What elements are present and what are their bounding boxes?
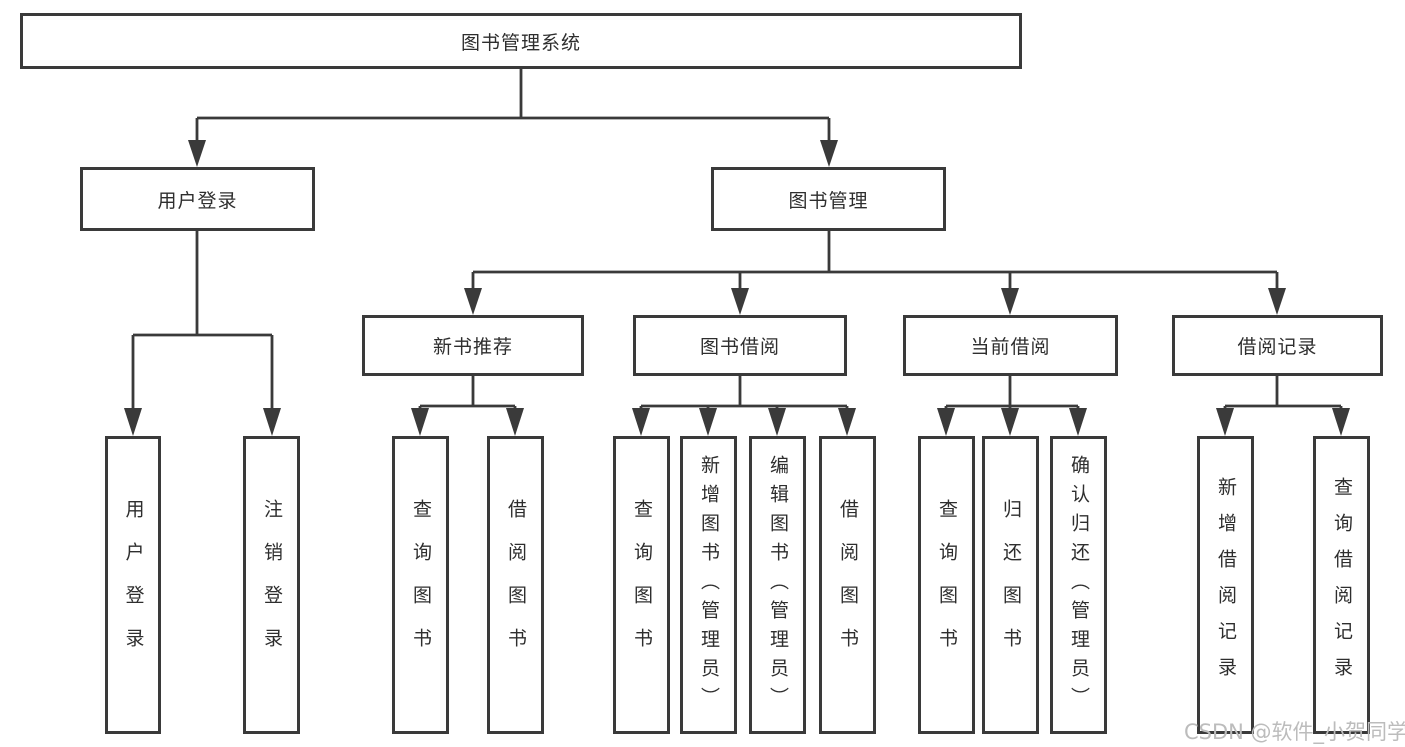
leaf-borrow-query-book: 查询图书 [613,436,670,734]
leaf-current-query-book: 查询图书 [918,436,975,734]
leaf-borrow-book: 借阅图书 [819,436,876,734]
leaf-add-borrow-record: 新增借阅记录 [1197,436,1254,734]
node-new-book-recommend: 新书推荐 [362,315,584,376]
leaf-return-book-label: 归还图书 [1000,499,1022,671]
leaf-user-login-label: 用户登录 [122,499,145,671]
leaf-add-book-admin-label: 新增图书（管理员） [698,454,720,716]
node-book-borrow: 图书借阅 [633,315,847,376]
node-borrow-records-label: 借阅记录 [1237,336,1318,358]
node-user-login-label: 用户登录 [157,189,238,212]
csdn-watermark: CSDN @软件_小贺同学 [1184,720,1405,744]
node-book-management-label: 图书管理 [788,189,869,212]
leaf-borrow-query-book-label: 查询图书 [631,499,653,671]
leaf-newbooks-borrow-label: 借阅图书 [505,499,527,671]
leaf-query-borrow-record-label: 查询借阅记录 [1331,477,1353,693]
node-book-borrow-label: 图书借阅 [699,336,780,358]
node-borrow-records: 借阅记录 [1172,315,1383,376]
leaf-confirm-return-admin: 确认归还（管理员） [1050,436,1107,734]
leaf-edit-book-admin: 编辑图书（管理员） [749,436,806,734]
leaf-add-borrow-record-label: 新增借阅记录 [1215,477,1237,693]
leaf-confirm-return-admin-label: 确认归还（管理员） [1068,454,1090,716]
leaf-logout-label: 注销登录 [261,499,283,671]
node-new-book-recommend-label: 新书推荐 [432,336,513,358]
arrowhead-icons [124,140,1350,436]
leaf-return-book: 归还图书 [982,436,1039,734]
leaf-add-book-admin: 新增图书（管理员） [680,436,737,734]
leaf-newbooks-query: 查询图书 [392,436,449,734]
leaf-current-query-book-label: 查询图书 [936,499,958,671]
root-node-label: 图书管理系统 [460,31,581,54]
leaf-user-login: 用户登录 [105,436,161,734]
root-node-library-system: 图书管理系统 [20,13,1022,69]
leaf-query-borrow-record: 查询借阅记录 [1313,436,1370,734]
node-current-borrow-label: 当前借阅 [970,336,1051,358]
leaf-newbooks-query-label: 查询图书 [410,499,432,671]
leaf-newbooks-borrow: 借阅图书 [487,436,544,734]
leaf-logout: 注销登录 [243,436,300,734]
leaf-borrow-book-label: 借阅图书 [837,499,859,671]
leaf-edit-book-admin-label: 编辑图书（管理员） [767,454,789,716]
node-user-login: 用户登录 [80,167,315,231]
node-current-borrow: 当前借阅 [903,315,1118,376]
node-book-management: 图书管理 [711,167,946,231]
